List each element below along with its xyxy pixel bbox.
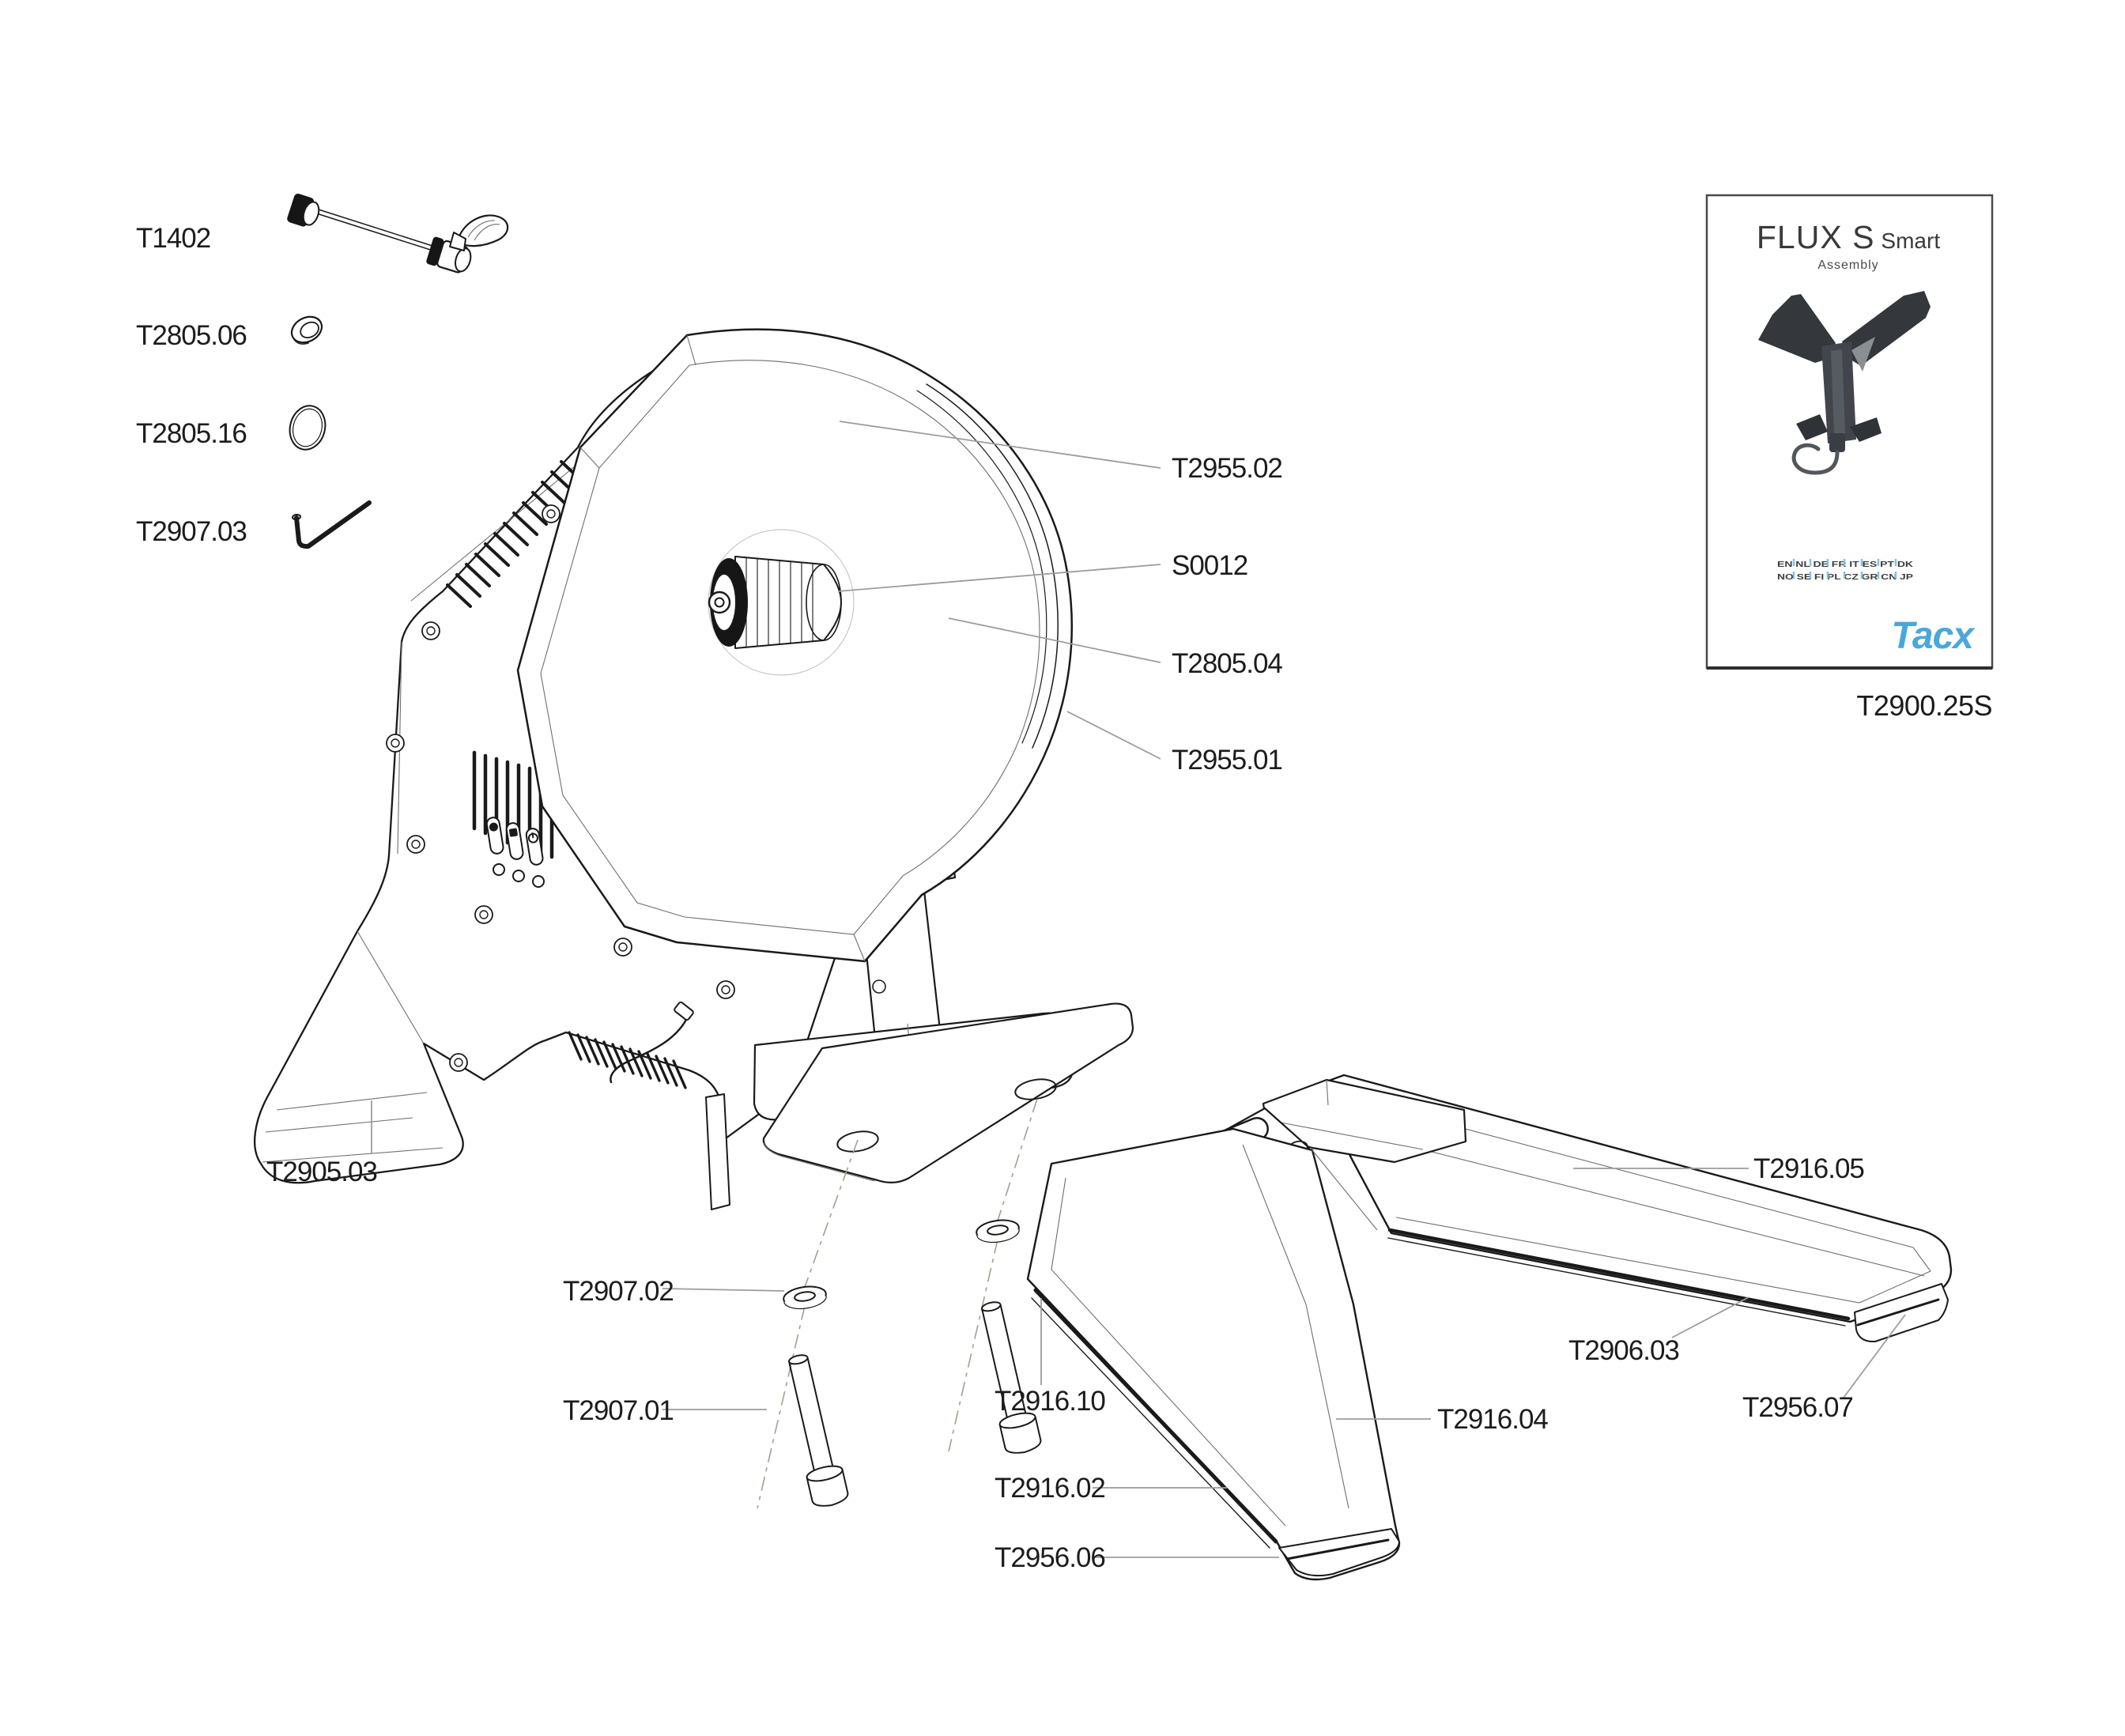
fasteners-drawing	[757, 1098, 1044, 1511]
leg-assembly-drawing	[1026, 1074, 1953, 1581]
part-label-t2805-04: T2805.04	[1172, 648, 1282, 679]
quick-release-skewer-drawing	[287, 193, 509, 274]
manual-subtitle: Assembly	[1817, 259, 1878, 272]
mounting-plate	[762, 1002, 1134, 1183]
allen-key-drawing	[292, 500, 372, 549]
bolt-1	[779, 1350, 851, 1511]
side-vent-slats	[472, 750, 554, 859]
part-label-t2906-03: T2906.03	[1568, 1335, 1679, 1366]
svg-text:EN NL DE FR IT ES PT DK: EN NL DE FR IT ES PT DK	[1777, 560, 1914, 569]
part-label-t2907-02: T2907.02	[563, 1276, 674, 1307]
o-ring-drawing	[289, 405, 326, 451]
part-label-t2916-04: T2916.04	[1437, 1404, 1548, 1435]
axle-spacer-drawing	[290, 315, 323, 345]
part-label-t2805-06: T2805.06	[136, 320, 247, 351]
bottom-vent-slats	[568, 1031, 687, 1089]
part-label-t2916-02: T2916.02	[995, 1473, 1105, 1504]
bolt-2	[972, 1297, 1044, 1458]
part-labels: T1402 T2805.06 T2805.16 T2907.03 T2955.0…	[136, 223, 1865, 1573]
freehub-drawing	[708, 529, 855, 676]
part-label-s0012: S0012	[1172, 550, 1247, 581]
quick-release-lever	[449, 214, 509, 251]
part-label-t2955-01: T2955.01	[1172, 745, 1282, 776]
part-label-t2907-03: T2907.03	[136, 516, 247, 547]
part-label-t2805-16: T2805.16	[136, 418, 247, 449]
part-label-t2956-06: T2956.06	[995, 1542, 1105, 1573]
leader-lines	[371, 421, 1906, 1558]
washer-1	[781, 1283, 828, 1312]
manual-language-codes: EN NL DE FR IT ES PT DK NO SE FI PL CZ G…	[1777, 559, 1914, 582]
washer-2	[974, 1217, 1021, 1246]
part-label-t2907-01: T2907.01	[563, 1395, 674, 1426]
manual-trainer-pictogram	[1758, 291, 1931, 475]
part-label-t2955-02: T2955.02	[1172, 453, 1282, 484]
main-unit-drawing	[254, 328, 1134, 1210]
part-label-t2905-03: T2905.03	[266, 1157, 377, 1187]
power-cable	[610, 1018, 688, 1084]
part-label-t2916-10: T2916.10	[995, 1386, 1105, 1417]
tacx-logo: Tacx	[1891, 615, 1976, 657]
part-label-t2916-05: T2916.05	[1753, 1153, 1864, 1184]
part-label-t1402: T1402	[136, 223, 210, 254]
part-label-t2900-25s: T2900.25S	[1856, 689, 1992, 722]
upper-vent-slats	[446, 460, 586, 608]
front-shroud	[705, 1093, 730, 1210]
left-foot-cap	[1278, 1528, 1400, 1577]
right-foot-cap	[1854, 1283, 1949, 1343]
control-buttons	[485, 817, 545, 888]
left-leg	[1026, 1127, 1401, 1581]
part-label-t2956-07: T2956.07	[1742, 1392, 1853, 1423]
